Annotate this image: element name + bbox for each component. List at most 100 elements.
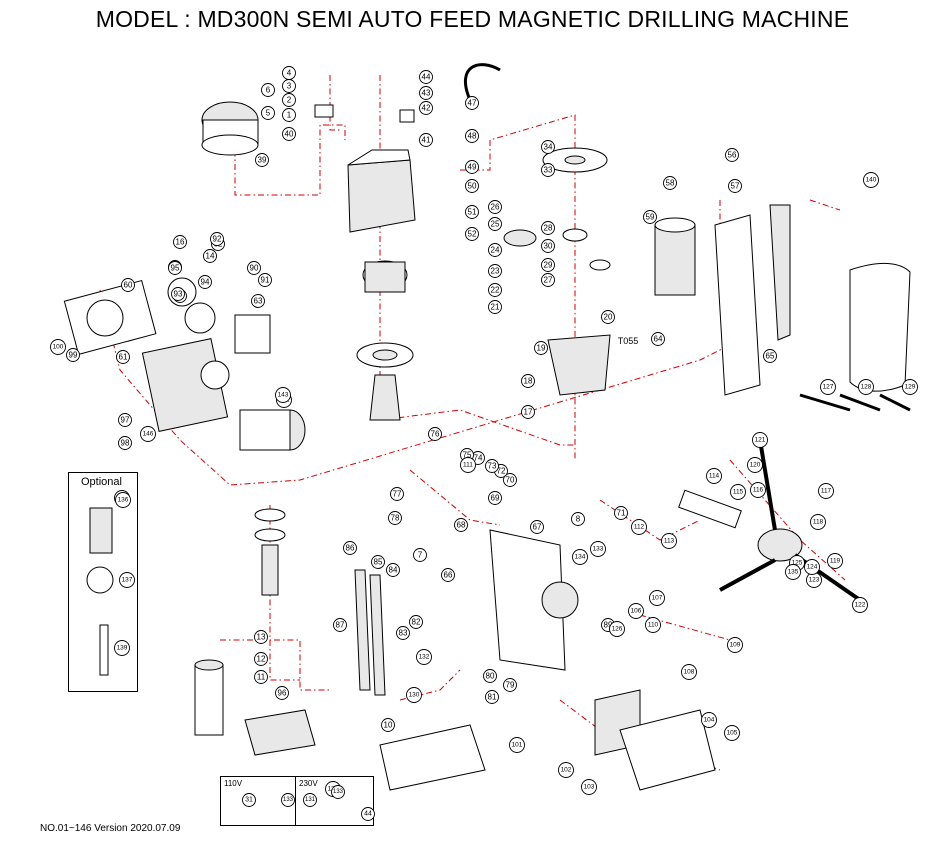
svg-text:21: 21 — [491, 303, 500, 312]
svg-text:140: 140 — [866, 177, 877, 184]
callout-21: 21 — [488, 300, 502, 314]
callout-113: 113 — [661, 533, 677, 549]
svg-text:10: 10 — [384, 721, 393, 730]
svg-text:116: 116 — [753, 487, 764, 494]
callout-100: 100 — [50, 339, 66, 355]
callout-121: 121 — [752, 432, 768, 448]
svg-text:105: 105 — [727, 730, 738, 737]
svg-text:43: 43 — [422, 89, 431, 98]
svg-text:96: 96 — [278, 689, 287, 698]
callout-143: 143 — [275, 387, 291, 403]
voltage-callout-31: 31 — [242, 793, 256, 807]
svg-text:72: 72 — [497, 467, 506, 476]
voltage-callout-44: 44 — [361, 807, 375, 821]
footer-version: NO.01~146 Version 2020.07.09 — [40, 823, 181, 834]
svg-text:129: 129 — [905, 384, 916, 391]
callout-128: 128 — [858, 379, 874, 395]
svg-text:50: 50 — [468, 182, 477, 191]
callout-52: 52 — [465, 227, 479, 241]
svg-text:47: 47 — [468, 99, 477, 108]
svg-text:100: 100 — [53, 344, 64, 351]
svg-text:19: 19 — [537, 344, 546, 353]
callout-71: 71 — [614, 506, 628, 520]
callout-111: 111 — [460, 457, 476, 473]
callout-30: 30 — [541, 239, 555, 253]
callout-65: 65 — [763, 349, 777, 363]
callout-17: 17 — [521, 405, 535, 419]
svg-text:111: 111 — [463, 462, 473, 469]
callout-115: 115 — [730, 484, 746, 500]
svg-text:3: 3 — [287, 82, 292, 91]
callout-56: 56 — [725, 148, 739, 162]
svg-text:58: 58 — [666, 179, 675, 188]
svg-text:74: 74 — [474, 454, 483, 463]
svg-text:57: 57 — [731, 182, 740, 191]
callout-13: 13 — [254, 630, 268, 644]
svg-text:101: 101 — [512, 742, 523, 749]
svg-text:120: 120 — [750, 462, 761, 469]
svg-text:126: 126 — [612, 626, 623, 633]
svg-text:82: 82 — [412, 618, 421, 627]
svg-text:22: 22 — [491, 286, 500, 295]
callout-133: 133 — [590, 541, 606, 557]
callout-1: 1 — [282, 108, 296, 122]
svg-text:71: 71 — [617, 509, 626, 518]
callout-126: 126 — [609, 621, 625, 637]
svg-text:34: 34 — [544, 143, 553, 152]
svg-text:33: 33 — [544, 166, 553, 175]
svg-text:44: 44 — [364, 811, 372, 818]
svg-text:30: 30 — [544, 242, 553, 251]
svg-text:124: 124 — [807, 564, 818, 571]
svg-text:75: 75 — [463, 451, 472, 460]
callout-4: 4 — [282, 66, 296, 80]
svg-text:48: 48 — [468, 132, 477, 141]
callout-12: 12 — [254, 652, 268, 666]
callout-6: 6 — [261, 83, 275, 97]
callout-130: 130 — [406, 687, 422, 703]
svg-text:84: 84 — [389, 566, 398, 575]
callout-117: 117 — [818, 483, 834, 499]
callout-28: 28 — [541, 221, 555, 235]
svg-text:87: 87 — [336, 621, 345, 630]
svg-text:27: 27 — [544, 276, 553, 285]
svg-text:41: 41 — [422, 136, 431, 145]
svg-text:139: 139 — [117, 645, 128, 652]
svg-text:28: 28 — [544, 224, 553, 233]
svg-text:91: 91 — [261, 276, 270, 285]
svg-text:60: 60 — [124, 281, 133, 290]
svg-text:103: 103 — [584, 784, 595, 791]
svg-text:23: 23 — [491, 267, 500, 276]
svg-text:6: 6 — [266, 86, 271, 95]
svg-text:77: 77 — [393, 490, 402, 499]
callout-104: 104 — [701, 712, 717, 728]
svg-text:133: 133 — [333, 789, 344, 795]
svg-text:13: 13 — [257, 633, 266, 642]
svg-text:69: 69 — [491, 494, 500, 503]
callout-116: 116 — [750, 482, 766, 498]
callout-120: 120 — [747, 457, 763, 473]
callout-107: 107 — [649, 590, 665, 606]
svg-text:86: 86 — [346, 544, 355, 553]
voltage-230-label: 230V — [299, 779, 318, 788]
svg-text:61: 61 — [119, 353, 128, 362]
callout-103: 103 — [581, 779, 597, 795]
callout-47: 47 — [465, 96, 479, 110]
callout-83: 83 — [396, 626, 410, 640]
svg-text:107: 107 — [652, 595, 663, 602]
callout-5: 5 — [261, 106, 275, 120]
svg-text:132: 132 — [419, 654, 430, 661]
callout-90: 90 — [247, 261, 261, 275]
svg-text:89: 89 — [604, 621, 613, 630]
svg-text:125: 125 — [792, 560, 803, 567]
svg-text:104: 104 — [704, 717, 715, 724]
callout-63: 63 — [251, 294, 265, 308]
callout-98: 98 — [118, 436, 132, 450]
callout-57: 57 — [728, 179, 742, 193]
svg-text:5: 5 — [266, 109, 271, 118]
voltage-divider — [295, 777, 296, 825]
callout-127: 127 — [820, 379, 836, 395]
svg-text:73: 73 — [488, 462, 497, 471]
svg-text:80: 80 — [486, 672, 495, 681]
callout-61: 61 — [116, 350, 130, 364]
